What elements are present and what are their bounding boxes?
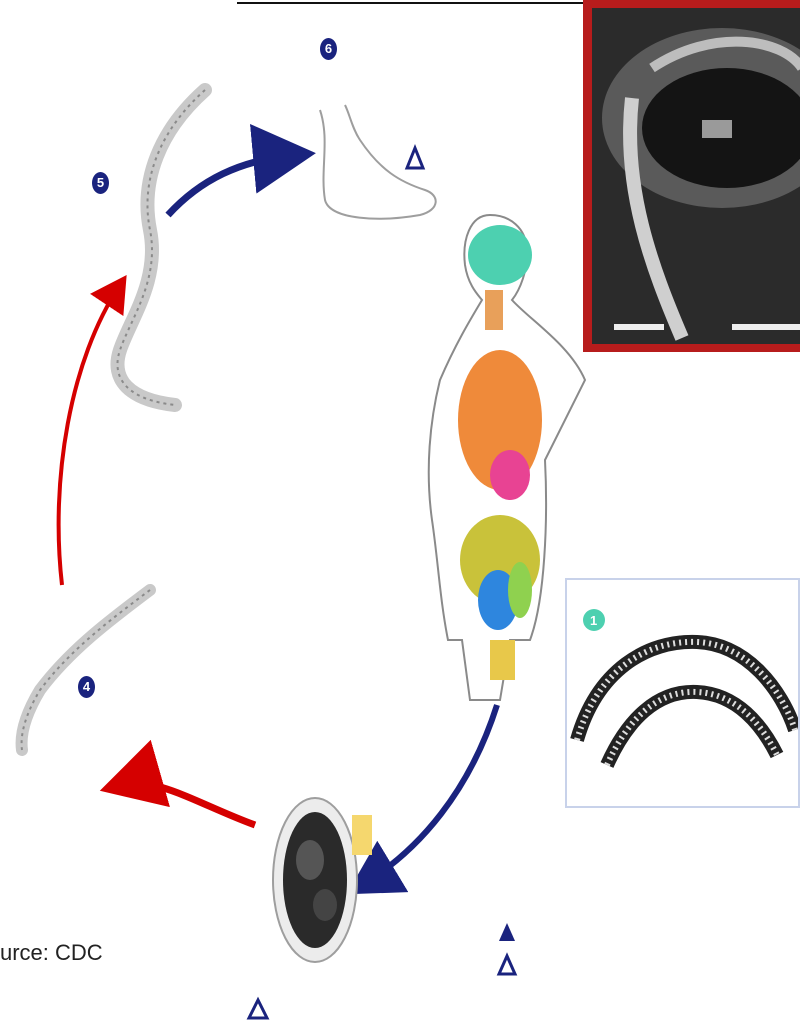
soil-strip-bottom [22,590,150,750]
egg-illustration [273,798,372,962]
source-credit: urce: CDC [0,940,103,966]
scale-bar-right [732,324,800,330]
stage-6-marker: 6 [320,38,337,60]
stage-4-marker: 4 [78,676,95,698]
svg-text:1: 1 [590,613,597,628]
microscopy-inset [583,0,800,352]
arrow-blue-bottom [362,705,497,885]
arrow-red-left [59,285,120,585]
infective-stage-triangle [407,148,423,168]
legend-filled-triangle [499,923,515,941]
worm-illustration: 1 [567,580,798,806]
human-figure [429,215,585,700]
soil-strip-top [117,90,205,405]
microscopy-image [592,8,800,344]
arrow-red-bottom [120,783,255,825]
legend-open-triangle [499,956,515,974]
worm-inset: 1 [565,578,800,808]
arrow-blue-top [168,155,295,215]
scale-bar-left [614,324,664,330]
stage-5-marker: 5 [92,172,109,194]
